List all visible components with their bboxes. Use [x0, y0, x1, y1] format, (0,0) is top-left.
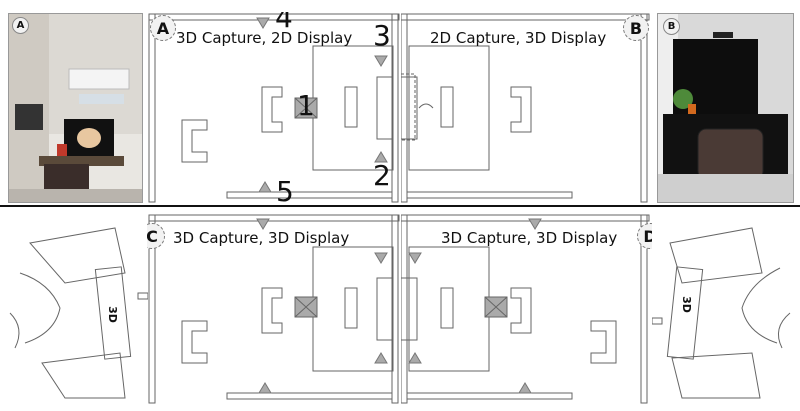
panel-d-title: 3D Capture, 3D Display — [441, 229, 618, 247]
panel-b-layout — [401, 13, 650, 203]
display-3d-label-d: 3D — [679, 296, 693, 313]
panel-c-diagram: C 3D Capture, 3D Display — [147, 213, 401, 405]
panel-a-badge: A — [150, 15, 176, 41]
callout-4: 4 — [275, 12, 293, 34]
panel-b-badge: B — [623, 15, 649, 41]
panel-d-room-sketch: 3D — [652, 213, 800, 405]
panel-b-title: 2D Capture, 3D Display — [430, 29, 607, 47]
panel-d-diagram: D 3D Capture, 3D Display — [401, 213, 652, 405]
photo-room-a-scene — [9, 14, 142, 202]
photo-b-badge: B — [663, 18, 680, 35]
panel-a-layout — [148, 13, 400, 203]
callout-1: 1 — [297, 89, 315, 122]
photo-room-a: A — [8, 13, 143, 203]
callout-2: 2 — [373, 159, 391, 192]
panel-d-layout — [401, 214, 650, 404]
callout-3: 3 — [373, 19, 391, 52]
panel-a-diagram: A 3D Capture, 2D Display 4 3 1 2 5 — [147, 12, 401, 204]
panel-c-room-sketch-svg — [9, 227, 148, 399]
panel-b-diagram: B 2D Capture, 3D Display — [401, 12, 652, 204]
panel-d-room-sketch-svg — [652, 227, 791, 399]
section-divider — [0, 205, 800, 207]
panel-c-room-sketch: 3D — [0, 213, 148, 405]
display-3d-label-c: 3D — [105, 306, 119, 323]
photo-a-badge: A — [12, 17, 29, 34]
panel-c-title: 3D Capture, 3D Display — [173, 229, 350, 247]
photo-room-b: B — [657, 13, 794, 203]
panel-c-layout — [148, 214, 400, 404]
photo-room-b-scene — [658, 14, 793, 202]
callout-5: 5 — [276, 175, 294, 205]
panel-a-title: 3D Capture, 2D Display — [176, 29, 353, 47]
